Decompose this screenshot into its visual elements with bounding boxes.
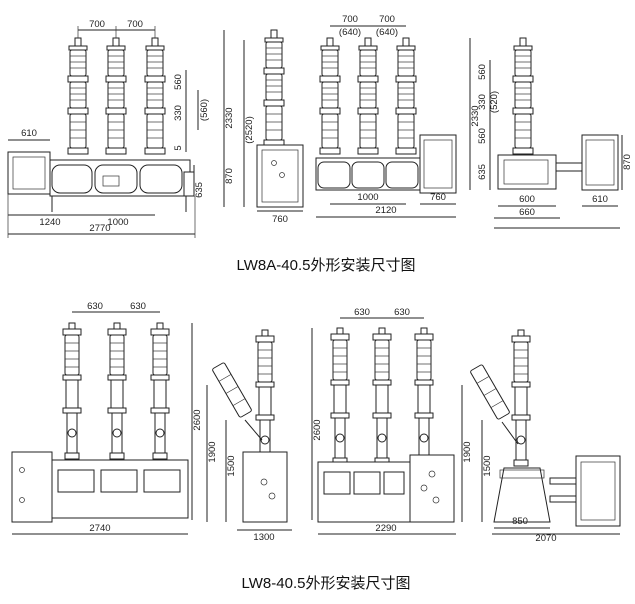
dim-660: 660 [519, 207, 535, 218]
dim-760-b: 760 [430, 192, 446, 203]
dim-560: 560 [173, 74, 184, 90]
dim-870: 870 [224, 168, 235, 184]
dim-2600: 2600 [192, 409, 203, 430]
dim-640-a: (640) [339, 27, 361, 38]
caption-bottom: LW8-40.5外形安装尺寸图 [242, 575, 411, 592]
dim-850: 850 [512, 516, 528, 527]
dim-2330: 2330 [224, 107, 235, 128]
dim-330-b: 330 [477, 94, 488, 110]
dim-610-b: 610 [592, 194, 608, 205]
bottom-fig4-dimensions: 1900 1500 850 2070 [461, 385, 620, 544]
top-fig1-front-view [7, 37, 195, 212]
bottom-fig1-front-view [11, 322, 189, 523]
dim-635-b: 635 [477, 164, 488, 180]
dim-630-d: 630 [394, 307, 410, 318]
dim-630-b: 630 [130, 301, 146, 312]
dim-640-b: (640) [376, 27, 398, 38]
bottom-fig2-side-view [212, 329, 288, 523]
top-fig4-side-view [497, 37, 619, 191]
bottom-fig4-side-view [470, 329, 621, 527]
dim-2330-b: 2330 [470, 105, 481, 126]
dim-2770: 2770 [89, 223, 110, 234]
dim-1300: 1300 [253, 532, 274, 543]
dim-870-b: 870 [622, 154, 633, 170]
bottom-fig1-dimensions: 630 630 2600 2740 [12, 301, 203, 535]
dim-700-d: 700 [379, 14, 395, 25]
dim-1240: 1240 [39, 217, 60, 228]
dim-630-a: 630 [87, 301, 103, 312]
bottom-fig2-dimensions: 1900 1500 1300 [206, 385, 292, 543]
top-fig4-dimensions: 2330 560 330 (520) 560 635 870 600 610 6… [469, 38, 633, 229]
bottom-fig3-front-view [317, 327, 455, 523]
dim-600: 600 [519, 194, 535, 205]
dim-2600-b: 2600 [312, 419, 323, 440]
dim-330: 330 [173, 105, 184, 121]
top-fig2-side-view [256, 29, 304, 208]
top-fig3-front-view [315, 37, 457, 194]
dim-760: 760 [272, 214, 288, 225]
top-fig1-dimensions: 700 700 610 560 330 (560) 5 635 1240 100… [7, 19, 210, 238]
dim-2290: 2290 [375, 523, 396, 534]
top-fig2-dimensions: 2330 (2520) 870 760 [223, 30, 303, 225]
dim-700-c: 700 [342, 14, 358, 25]
bottom-fig3-dimensions: 630 630 2600 2290 [311, 307, 456, 535]
top-fig3-dimensions: 700 700 (640) (640) 1000 760 2120 [316, 14, 456, 218]
dim-1900: 1900 [207, 441, 218, 462]
dim-2070: 2070 [535, 533, 556, 544]
dim-635: 635 [194, 182, 205, 198]
dim-2520: (2520) [244, 116, 255, 143]
dim-1500: 1500 [226, 455, 237, 476]
dim-700-b: 700 [127, 19, 143, 30]
dim-1000: 1000 [107, 217, 128, 228]
dim-2120: 2120 [375, 205, 396, 216]
dim-630-c: 630 [354, 307, 370, 318]
dim-560-b: 560 [477, 64, 488, 80]
caption-top: LW8A-40.5外形安装尺寸图 [237, 257, 416, 274]
dim-560-paren: (560) [199, 99, 210, 121]
dim-560-c: 560 [477, 128, 488, 144]
dim-2740: 2740 [89, 523, 110, 534]
dim-1900-b: 1900 [462, 441, 473, 462]
dim-700-a: 700 [89, 19, 105, 30]
dim-1500-b: 1500 [482, 455, 493, 476]
dim-5: 5 [173, 145, 184, 150]
dim-1000-b: 1000 [357, 192, 378, 203]
dim-610: 610 [21, 128, 37, 139]
dim-520: (520) [489, 91, 500, 113]
